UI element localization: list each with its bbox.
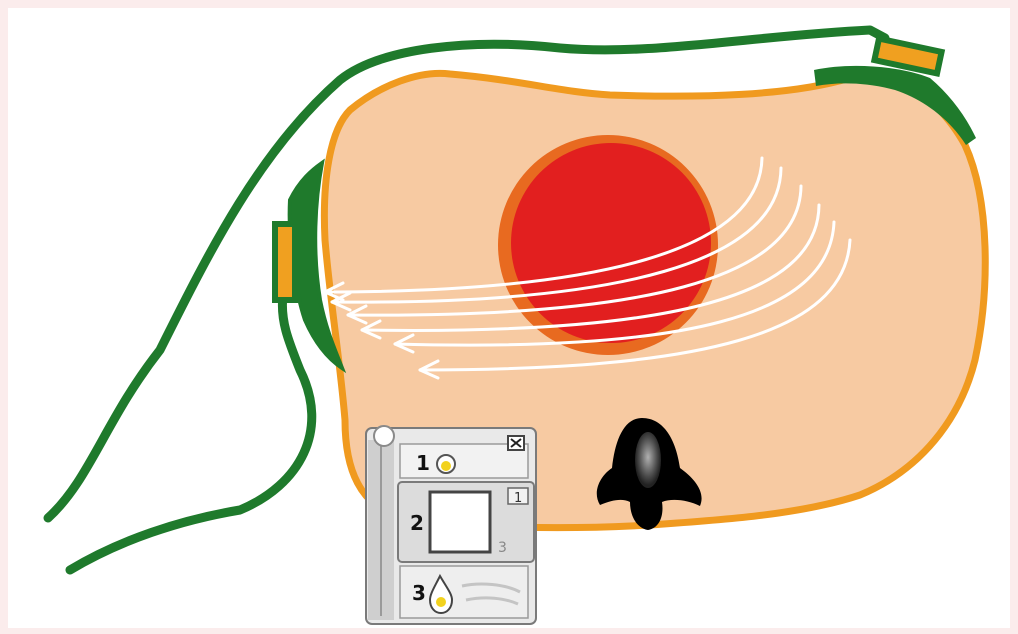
head-icon [596,418,702,530]
aed-side-tab [507,487,529,505]
head-face [635,432,661,488]
aed-side-marks: 3 [498,540,507,556]
current-line-5 [393,220,836,347]
aed-corner-knob [373,425,395,447]
current-line-4 [360,203,821,332]
arrowhead-5 [393,333,415,354]
current-line-3 [346,184,803,317]
arrowhead-6 [418,359,440,380]
electrode-pad-left [272,158,347,374]
current-flow-lines [323,156,852,372]
current-arrowheads [323,281,440,380]
aed-step2-number: 2 [410,511,424,535]
heart-inner [511,143,711,343]
aed-step3-number: 3 [412,581,426,605]
aed-top-panel [399,443,529,479]
aed-step1-number: 1 [416,451,430,475]
electrode-cable [43,25,890,575]
arrowhead-2 [330,291,352,312]
current-line-2 [330,166,783,304]
pad-left-connector [272,221,298,303]
arrowhead-1 [323,281,345,302]
aed-bottom-panel [399,565,529,619]
electrode-pad-right [814,35,976,145]
aed-icon: 1 2 1 3 3 [365,425,537,625]
close-icon[interactable] [507,435,525,451]
aed-speaker-texture [461,582,521,606]
drop-icon[interactable] [428,573,454,615]
arrowhead-4 [360,319,382,340]
aed-shock-button[interactable] [428,490,492,554]
aed-step1-led [441,461,451,471]
pad-right-connector [870,35,946,77]
current-line-6 [418,238,852,372]
current-line-1 [323,156,764,294]
aed-side-label: 1 [514,491,522,506]
arrowhead-3 [346,304,368,325]
pad-right-body [814,65,976,145]
